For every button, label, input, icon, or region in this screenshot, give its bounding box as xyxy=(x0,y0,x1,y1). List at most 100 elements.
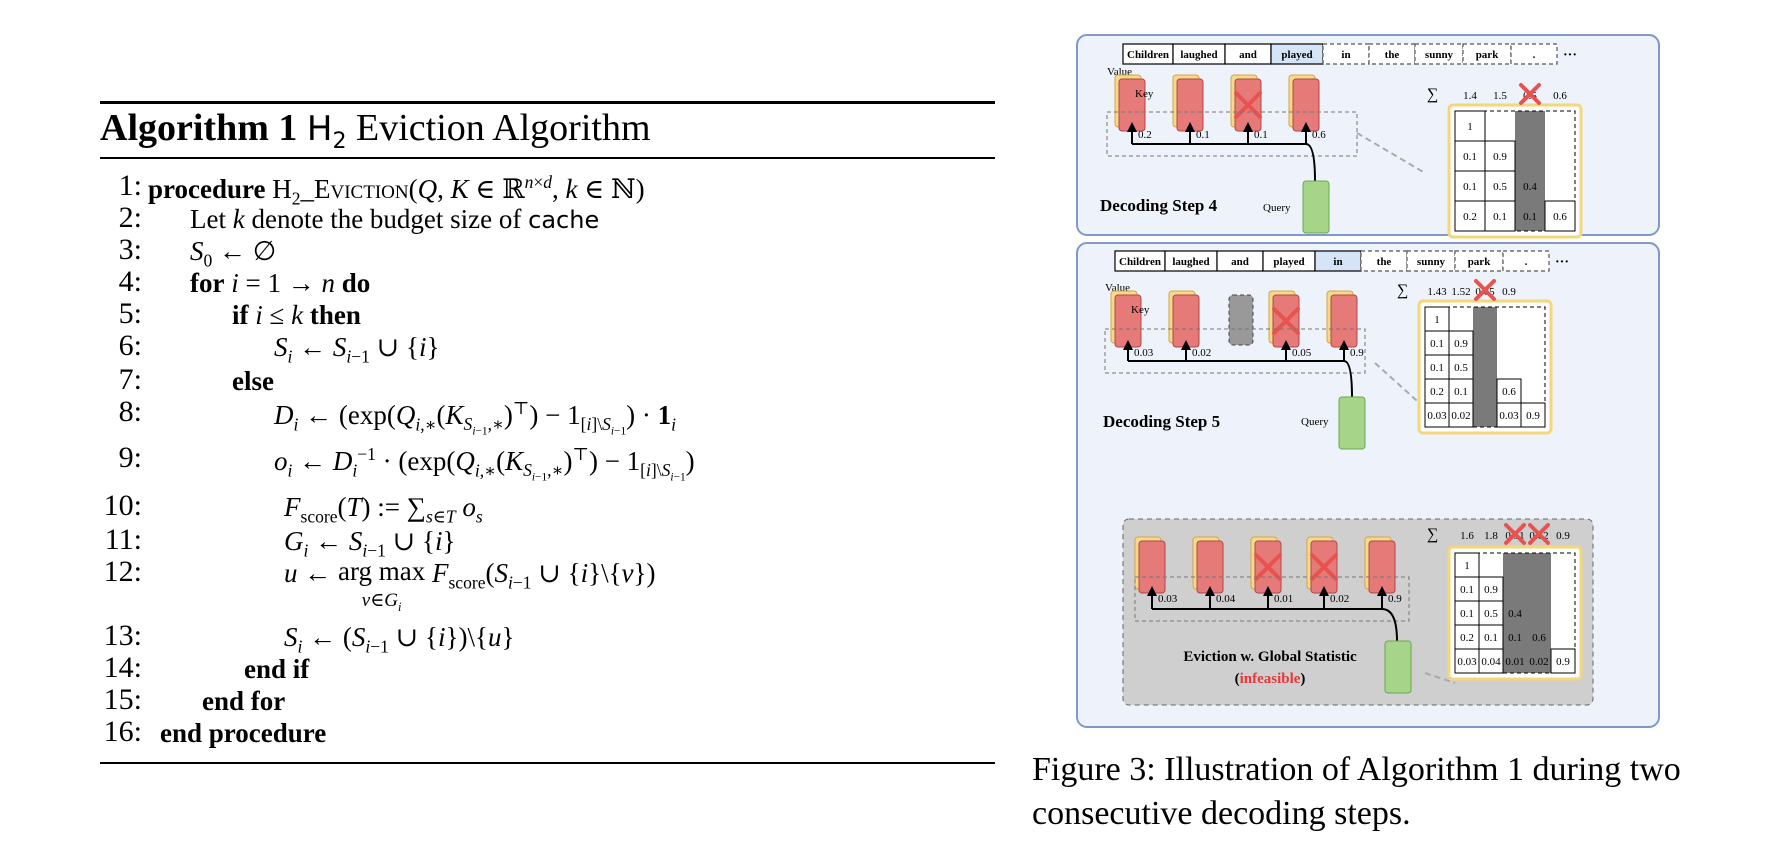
alg-line-7: else xyxy=(232,366,274,396)
step5-token-label: in xyxy=(1333,256,1342,268)
alg-line-8: Di ← (exp(Qi,∗(KSi−1,∗)⊤) − 1[i]\Si−1) ·… xyxy=(274,398,676,438)
global-infeasible-line: (infeasible) xyxy=(1235,671,1306,687)
step4-query-label: Query xyxy=(1263,202,1291,214)
global-matrix-evicted-column xyxy=(1527,553,1551,673)
step5-token-label: played xyxy=(1273,256,1304,268)
alg-line-15: end for xyxy=(202,686,286,716)
alg-line-14: end if xyxy=(244,654,310,684)
line-number: 8: xyxy=(118,395,142,428)
alg-line-5: if i ≤ k then xyxy=(232,300,361,330)
step5-matrix-value: 0.1 xyxy=(1454,386,1468,398)
step4-matrix-value: 0.4 xyxy=(1523,181,1537,193)
step4-sum-cross xyxy=(1519,83,1541,105)
global-matrix-value: 0.03 xyxy=(1457,656,1477,668)
step4-token-label: in xyxy=(1341,49,1350,61)
alg-line-9: oi ← Di−1 · (exp(Qi,∗(KSi−1,∗)⊤) − 1[i]\… xyxy=(274,444,695,484)
step5-arrowhead xyxy=(1281,340,1291,350)
step4-matrix-value: 0.1 xyxy=(1523,211,1537,223)
step4-matrix-value: 0.6 xyxy=(1553,211,1567,223)
step4-token-box xyxy=(1510,43,1558,65)
step4-sum: 1.4 xyxy=(1463,90,1477,102)
global-matrix-evicted-column xyxy=(1503,553,1527,673)
algorithm-title: Algorithm 1 H2 Eviction Algorithm xyxy=(100,106,651,154)
global-kv0-key xyxy=(1138,540,1166,594)
step4-sum: 1.5 xyxy=(1493,90,1507,102)
global-matrix-value: 0.2 xyxy=(1460,632,1474,644)
global-sum-cross xyxy=(1528,523,1550,545)
infeasible-text: infeasible xyxy=(1240,671,1301,687)
step5-token-label: park xyxy=(1468,256,1492,268)
step4-token-label: . xyxy=(1533,49,1536,61)
step4-token-label: Children xyxy=(1127,49,1169,61)
step4-token-label: the xyxy=(1385,49,1400,61)
step4-arrowhead xyxy=(1301,122,1311,132)
step4-sum-symbol: ∑ xyxy=(1427,86,1438,103)
global-arrowhead xyxy=(1377,586,1387,596)
line-number: 11: xyxy=(104,523,142,556)
step4-matrix-value: 0.1 xyxy=(1463,151,1477,163)
step5-matrix-value: 0.1 xyxy=(1430,338,1444,350)
line-number: 15: xyxy=(103,683,142,716)
algorithm-title-text: Eviction Algorithm xyxy=(356,107,651,149)
global-dashed-region xyxy=(1134,576,1410,622)
step5-token-label: and xyxy=(1231,256,1249,268)
global-matrix-value: 0.1 xyxy=(1460,584,1474,596)
algorithm-bottom-rule xyxy=(100,762,995,764)
step5-kv1-key xyxy=(1172,294,1200,348)
step4-matrix-value: 1 xyxy=(1467,121,1473,133)
line-number: 4: xyxy=(118,265,142,298)
step5-sum: 0.9 xyxy=(1502,286,1516,298)
step5-token-label: the xyxy=(1377,256,1392,268)
step5-token-label: laughed xyxy=(1172,256,1209,268)
global-sum: 1.8 xyxy=(1484,530,1498,542)
global-matrix-value: 0.9 xyxy=(1556,656,1570,668)
step4-weight: 0.6 xyxy=(1312,129,1326,141)
step5-sum-symbol: ∑ xyxy=(1397,282,1408,299)
step5-weight: 0.05 xyxy=(1292,347,1312,359)
global-sum-symbol: ∑ xyxy=(1427,526,1438,543)
algorithm-title-h: H2 xyxy=(306,109,347,154)
global-query-box xyxy=(1384,640,1412,694)
line-number: 10: xyxy=(103,489,142,522)
global-matrix-value: 0.04 xyxy=(1481,656,1501,668)
global-matrix-value: 0.5 xyxy=(1484,608,1498,620)
step5-token-label: Children xyxy=(1119,256,1161,268)
step5-weight: 0.03 xyxy=(1134,347,1154,359)
step5-query-label: Query xyxy=(1301,416,1329,428)
figure-caption: Figure 3: Illustration of Algorithm 1 du… xyxy=(1032,751,1681,832)
step5-sum: 1.52 xyxy=(1451,286,1470,298)
step5-arrowhead xyxy=(1123,340,1133,350)
step5-matrix-value: 0.2 xyxy=(1430,386,1444,398)
algorithm-top-rule xyxy=(100,101,995,104)
global-matrix-value: 0.02 xyxy=(1529,656,1548,668)
step5-token-label: sunny xyxy=(1417,256,1446,268)
step4-matrix-evicted-column xyxy=(1515,111,1545,231)
global-sum-cross xyxy=(1504,523,1526,545)
step4-matrix-value: 0.1 xyxy=(1463,181,1477,193)
step4-kv2-evicted-cross xyxy=(1234,91,1262,119)
step4-matrix-value: 0.1 xyxy=(1493,211,1507,223)
line-number: 13: xyxy=(103,619,142,652)
global-label: Eviction w. Global Statistic xyxy=(1183,649,1357,665)
step5-matrix-value: 0.03 xyxy=(1499,410,1519,422)
step4-weight: 0.1 xyxy=(1254,129,1268,141)
step4-arrowhead xyxy=(1127,122,1137,132)
step5-sum-cross xyxy=(1474,279,1496,301)
global-dashed-arrow xyxy=(1424,672,1456,684)
global-weight: 0.02 xyxy=(1330,593,1349,605)
step5-label: Decoding Step 5 xyxy=(1103,412,1220,431)
step4-key-label: Key xyxy=(1135,88,1154,100)
global-sum: 0.9 xyxy=(1556,530,1570,542)
step5-kv0-key xyxy=(1114,294,1142,348)
global-kv4-key xyxy=(1368,540,1396,594)
step4-token-label: park xyxy=(1476,49,1500,61)
line-number: 14: xyxy=(103,651,142,684)
algorithm-label: Algorithm 1 xyxy=(100,107,298,149)
token-ellipsis: ··· xyxy=(1555,255,1569,270)
alg-line-2: Let k denote the budget size of cache xyxy=(190,204,600,234)
step4-matrix-outline xyxy=(1454,110,1576,232)
global-matrix-value: 0.1 xyxy=(1460,608,1474,620)
step5-query-box xyxy=(1338,396,1366,450)
step5-dashed-region xyxy=(1104,328,1366,374)
